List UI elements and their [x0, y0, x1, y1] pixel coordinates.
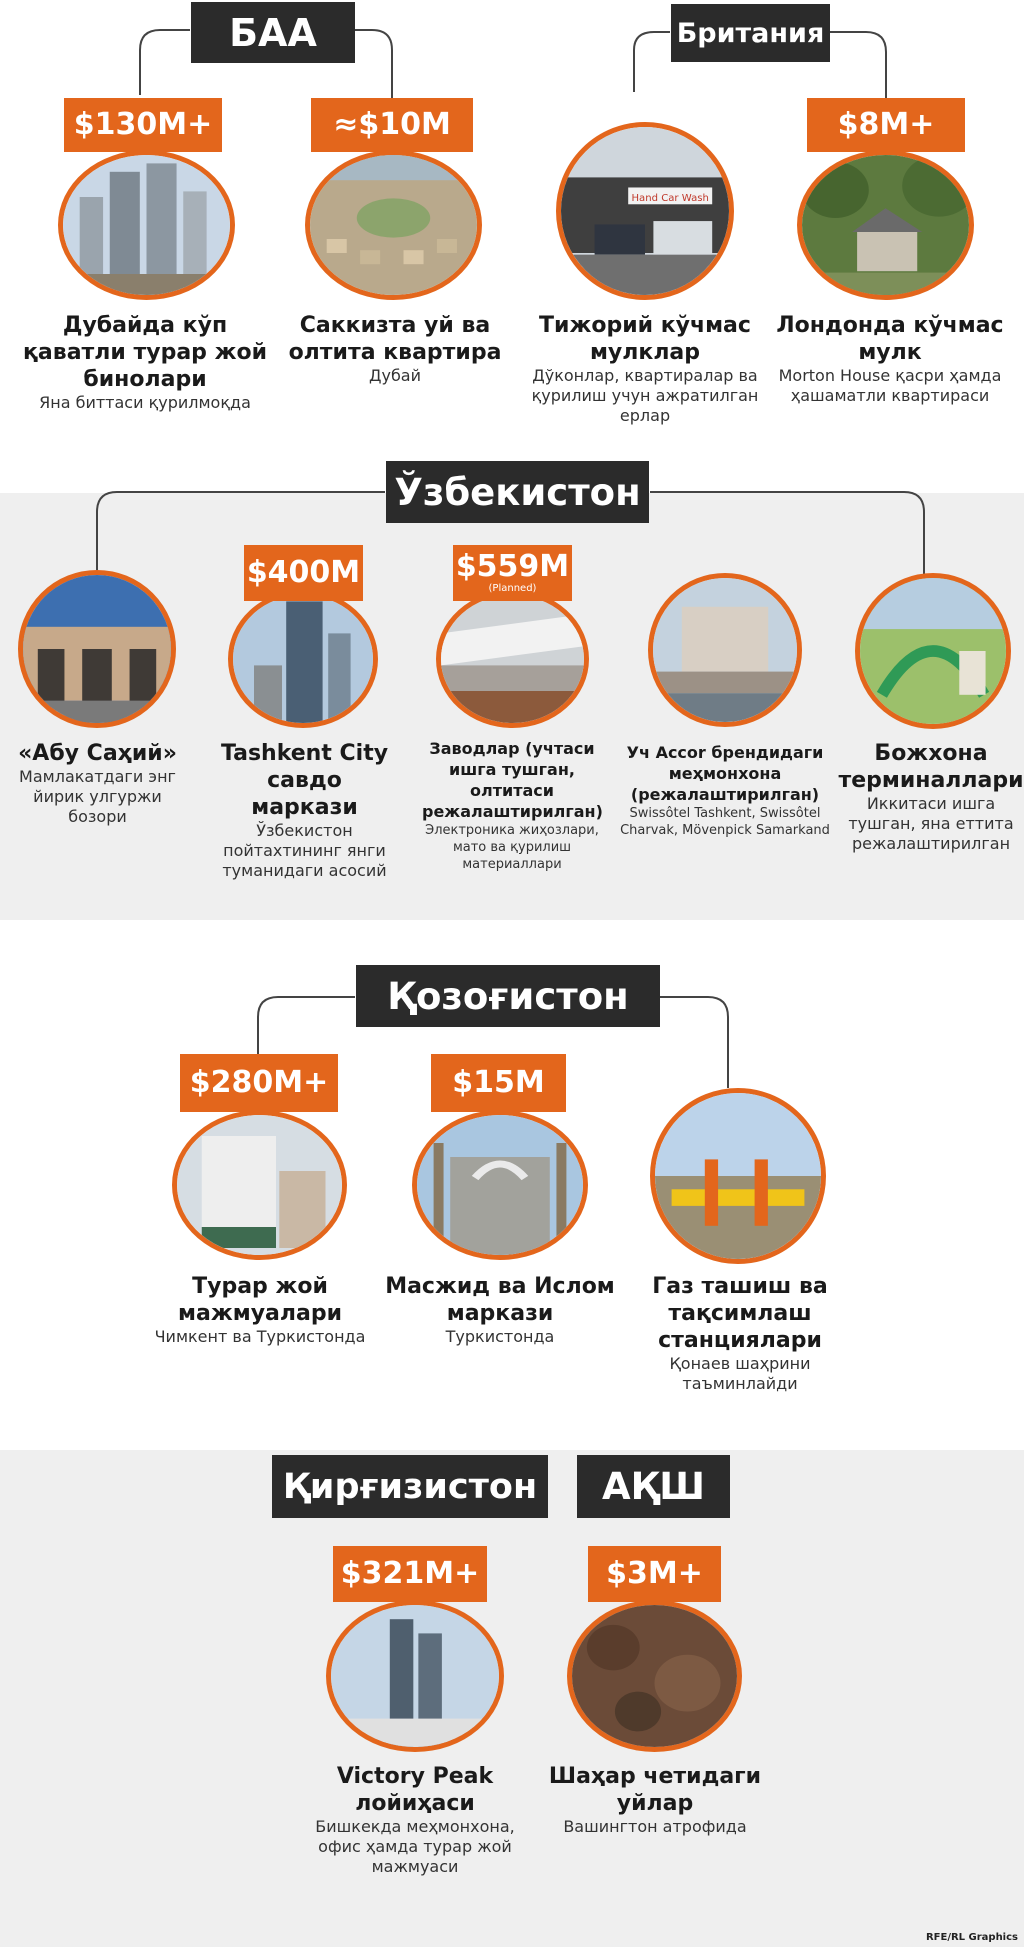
abu-sahiy-title: «Абу Саҳий» [18, 741, 177, 766]
factories-price: $559M (Planned) [453, 545, 572, 601]
dubai-villas-subtitle: Дубай [368, 366, 422, 385]
gas-stations-title: Газ ташиш ва тақсимлаш станциялари [652, 1274, 828, 1353]
factories-photo [436, 590, 589, 728]
mosque-price: $15M [431, 1054, 566, 1112]
uzbekistan-label: Ўзбекистон [386, 461, 649, 523]
gas-stations-subtitle: Қонаев шаҳрини таъминлайди [669, 1354, 811, 1393]
customs-terminals-title: Божхона терминаллари [838, 741, 1024, 793]
tashkent-city-title: Tashkent City савдо маркази [220, 741, 389, 820]
dubai-towers-price: $130M+ [64, 98, 222, 152]
customs-terminals-photo [855, 573, 1011, 729]
suburban-houses-subtitle: Вашингтон атрофида [563, 1817, 747, 1836]
suburban-houses-title: Шаҳар четидаги уйлар [548, 1764, 762, 1816]
kyrgyzstan-label: Қирғизистон [272, 1455, 548, 1518]
uk-commercial-title: Тижорий кўчмас мулклар [539, 313, 751, 365]
car-wash-sign: Hand Car Wash [631, 193, 708, 204]
victory-peak-subtitle: Бишкекда меҳмонхона, офис ҳамда турар жо… [315, 1817, 515, 1876]
uk-label: Британия [671, 4, 830, 62]
factories-title: Заводлар (учтаси ишга тушган, олтитаси р… [422, 739, 603, 821]
mosque-caption: Масжид ва Ислом маркази Туркистонда [380, 1273, 620, 1347]
mosque-photo [412, 1110, 588, 1260]
gas-stations-photo [650, 1088, 826, 1264]
uae-label: БАА [191, 2, 355, 63]
kyrgyz-usa-band [0, 1450, 1024, 1947]
london-property-title: Лондонда кўчмас мулк [776, 313, 1004, 365]
victory-peak-title: Victory Peak лойиҳаси [336, 1764, 494, 1816]
dubai-towers-title: Дубайда кўп қаватли турар жой бинолари [23, 313, 267, 392]
victory-peak-caption: Victory Peak лойиҳаси Бишкекда меҳмонхон… [300, 1763, 530, 1877]
abu-sahiy-photo [18, 570, 176, 728]
victory-peak-price: $321M+ [333, 1546, 487, 1602]
accor-hotels-caption: Уч Accor брендидаги меҳмонхона (режалашт… [615, 742, 835, 839]
tashkent-city-caption: Tashkent City савдо маркази Ўзбекистон п… [212, 740, 397, 881]
dubai-towers-photo [58, 150, 235, 300]
customs-terminals-subtitle: Иккитаси ишга тушган, яна еттита режалаш… [848, 794, 1014, 853]
factories-caption: Заводлар (учтаси ишга тушган, олтитаси р… [422, 738, 603, 873]
uk-commercial-photo: Hand Car Wash [556, 122, 734, 300]
residential-complexes-caption: Турар жой мажмуалари Чимкент ва Туркисто… [140, 1273, 380, 1347]
suburban-houses-price: $3M+ [588, 1546, 721, 1602]
london-property-subtitle: Morton House қасри ҳамда ҳашаматли кварт… [778, 366, 1002, 405]
london-property-caption: Лондонда кўчмас мулк Morton House қасри … [770, 312, 1010, 406]
gas-stations-caption: Газ ташиш ва тақсимлаш станциялари Қонае… [620, 1273, 860, 1394]
credit: RFE/RL Graphics [925, 1932, 1018, 1943]
residential-complexes-price: $280M+ [180, 1054, 338, 1112]
customs-terminals-caption: Божхона терминаллари Иккитаси ишга тушга… [838, 740, 1024, 854]
accor-hotels-title: Уч Accor брендидаги меҳмонхона (режалашт… [626, 743, 824, 804]
factories-price-value: $559M [455, 549, 570, 584]
usa-label: АҚШ [577, 1455, 730, 1518]
tashkent-city-photo [228, 590, 378, 728]
kazakhstan-label: Қозоғистон [356, 965, 660, 1027]
residential-complexes-title: Турар жой мажмуалари [177, 1274, 342, 1326]
residential-complexes-photo [172, 1110, 347, 1260]
dubai-towers-caption: Дубайда кўп қаватли турар жой бинолари Я… [20, 312, 270, 413]
suburban-houses-photo [567, 1600, 742, 1752]
dubai-villas-title: Саккизта уй ва олтита квартира [288, 313, 502, 365]
tashkent-city-subtitle: Ўзбекистон пойтахтининг янги туманидаги … [222, 821, 387, 880]
dubai-villas-caption: Саккизта уй ва олтита квартира Дубай [280, 312, 510, 386]
residential-complexes-subtitle: Чимкент ва Туркистонда [154, 1327, 366, 1346]
accor-hotels-subtitle: Swissôtel Tashkent, Swissôtel Charvak, M… [620, 806, 830, 838]
suburban-houses-caption: Шаҳар четидаги уйлар Вашингтон атрофида [535, 1763, 775, 1837]
dubai-villas-photo [305, 150, 482, 300]
tashkent-city-price: $400M [244, 545, 363, 601]
victory-peak-photo [326, 1600, 504, 1752]
london-property-photo [797, 150, 974, 300]
factories-price-note: (Planned) [488, 583, 537, 594]
dubai-towers-subtitle: Яна биттаси қурилмоқда [39, 393, 251, 412]
abu-sahiy-caption: «Абу Саҳий» Мамлакатдаги энг йирик улгур… [5, 740, 190, 827]
uk-commercial-caption: Тижорий кўчмас мулклар Дўконлар, квартир… [525, 312, 765, 426]
abu-sahiy-subtitle: Мамлакатдаги энг йирик улгуржи бозори [19, 767, 176, 826]
london-property-price: $8M+ [807, 98, 965, 152]
mosque-title: Масжид ва Ислом маркази [385, 1274, 615, 1326]
accor-hotels-photo [648, 573, 802, 727]
factories-subtitle: Электроника жиҳозлари, мато ва қурилиш м… [425, 823, 599, 872]
uk-commercial-subtitle: Дўконлар, квартиралар ва қурилиш учун аж… [531, 366, 759, 425]
dubai-villas-price: ≈$10M [311, 98, 473, 152]
mosque-subtitle: Туркистонда [445, 1327, 555, 1346]
